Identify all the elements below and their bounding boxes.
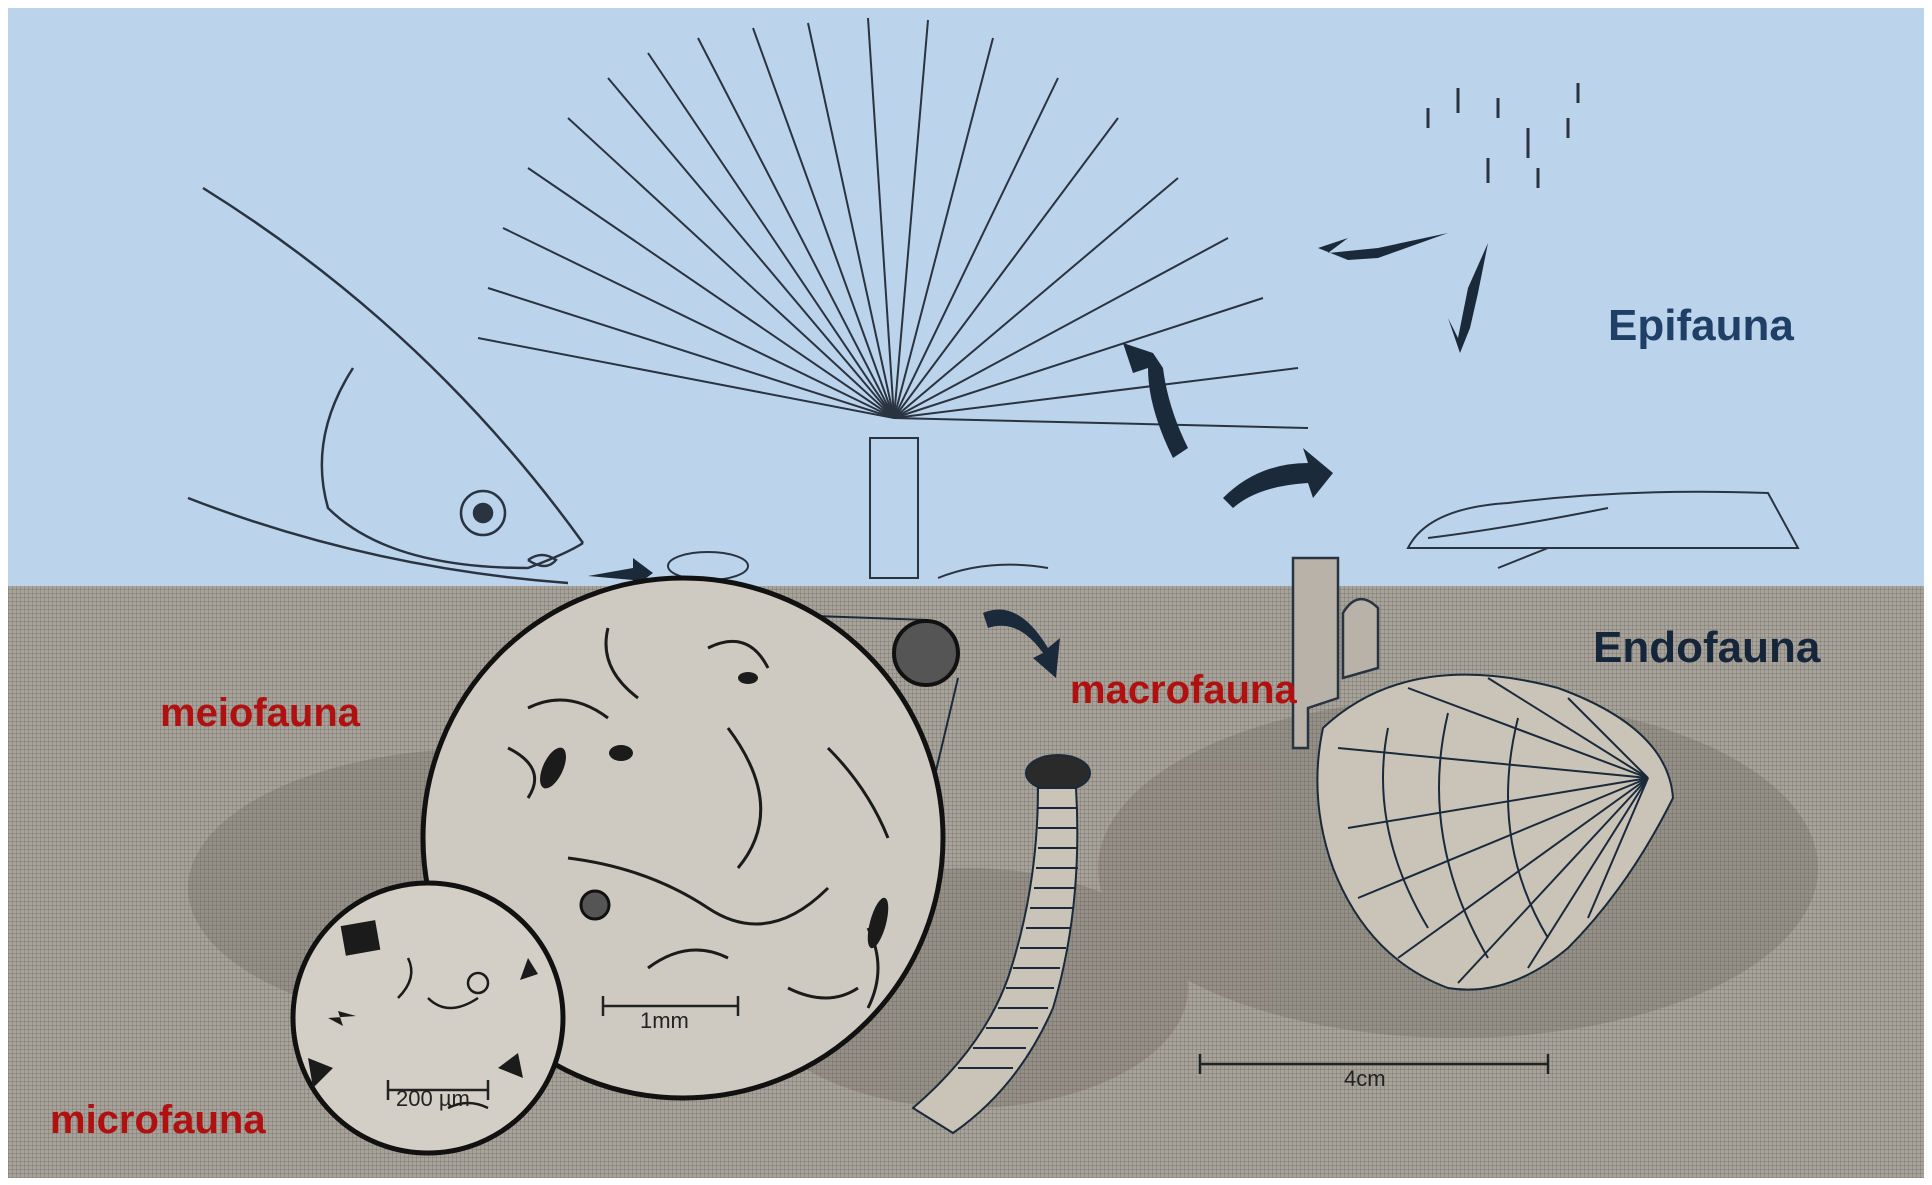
epifauna-label: Epifauna bbox=[1608, 301, 1794, 351]
fish-illustration bbox=[188, 188, 583, 583]
microfauna-sample-circle bbox=[581, 891, 609, 919]
macrofauna-label: macrofauna bbox=[1070, 668, 1297, 713]
fanworm-illustration bbox=[478, 18, 1308, 578]
plankton-particles bbox=[1428, 83, 1578, 188]
microfauna-magnified-circle bbox=[293, 883, 563, 1153]
endofauna-label: Endofauna bbox=[1593, 623, 1820, 673]
shrimp-illustration bbox=[1408, 492, 1798, 568]
meiofauna-label: meiofauna bbox=[160, 691, 360, 736]
microfauna-label: microfauna bbox=[50, 1098, 266, 1143]
amphipod-illustration bbox=[668, 552, 1048, 580]
scale-label-macro: 4cm bbox=[1344, 1066, 1386, 1092]
macrofauna-sample-circle bbox=[894, 621, 958, 685]
scale-label-meio: 1mm bbox=[640, 1008, 689, 1034]
scale-label-micro: 200 µm bbox=[396, 1086, 470, 1112]
illustration bbox=[8, 8, 1924, 1178]
ecology-diagram: 200 µm 1mm 4cm Epifauna Endofauna meiofa… bbox=[8, 8, 1924, 1178]
